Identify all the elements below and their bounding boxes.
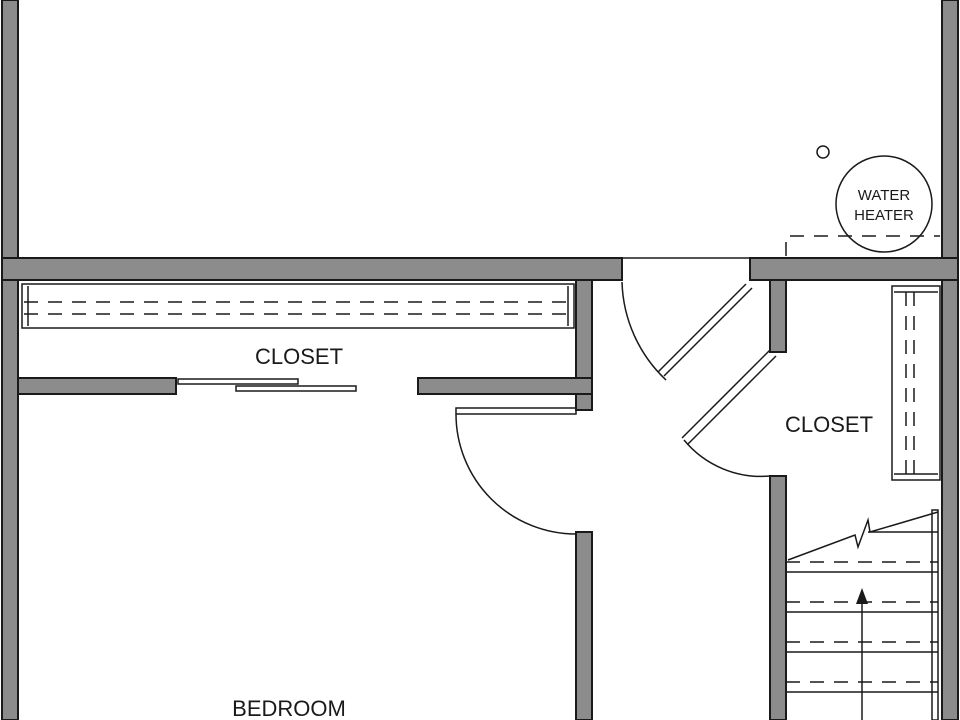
right-closet-left-wall-upper [769,279,787,353]
right-closet-door-swing-arc [683,439,771,478]
stair-direction-arrowhead [856,588,868,604]
top-room-wall-right [749,257,959,281]
top-closet-label: CLOSET [255,344,343,369]
right-closet-left-wall-lower [769,475,787,720]
hall-door-leaf-a [657,283,747,373]
stair-break-line [787,511,939,561]
water-heater-circle [835,155,933,253]
right-outer-wall [941,0,959,720]
right-closet-shelf-frame [891,285,941,481]
right-closet-label: CLOSET [785,412,873,437]
top-room-wall-left [1,257,623,281]
bedroom-right-wall [575,531,593,720]
top-closet-bottom-wall-left [17,377,177,395]
water-heater-label-line2: HEATER [854,207,914,224]
hall-door-swing-arc [621,281,667,381]
sliding-door-panel-2 [235,385,357,392]
hall-door-leaf-b [663,287,753,377]
right-closet-door-leaf-a [681,349,771,439]
water-heater-platform [785,235,940,256]
pipe-symbol [816,145,830,159]
bedroom-door-swing-arc [455,413,577,535]
bedroom-door-leaf [455,407,577,415]
bedroom-label: BEDROOM [232,696,346,720]
left-outer-wall [1,0,19,720]
stair-right-rail [931,509,939,720]
top-closet-shelf-frame [21,283,575,329]
top-closet-bottom-wall-right [417,377,593,395]
water-heater-label-line1: WATER [858,187,911,204]
sliding-door-panel-1 [177,378,299,385]
right-closet-door-leaf-b [687,355,777,445]
